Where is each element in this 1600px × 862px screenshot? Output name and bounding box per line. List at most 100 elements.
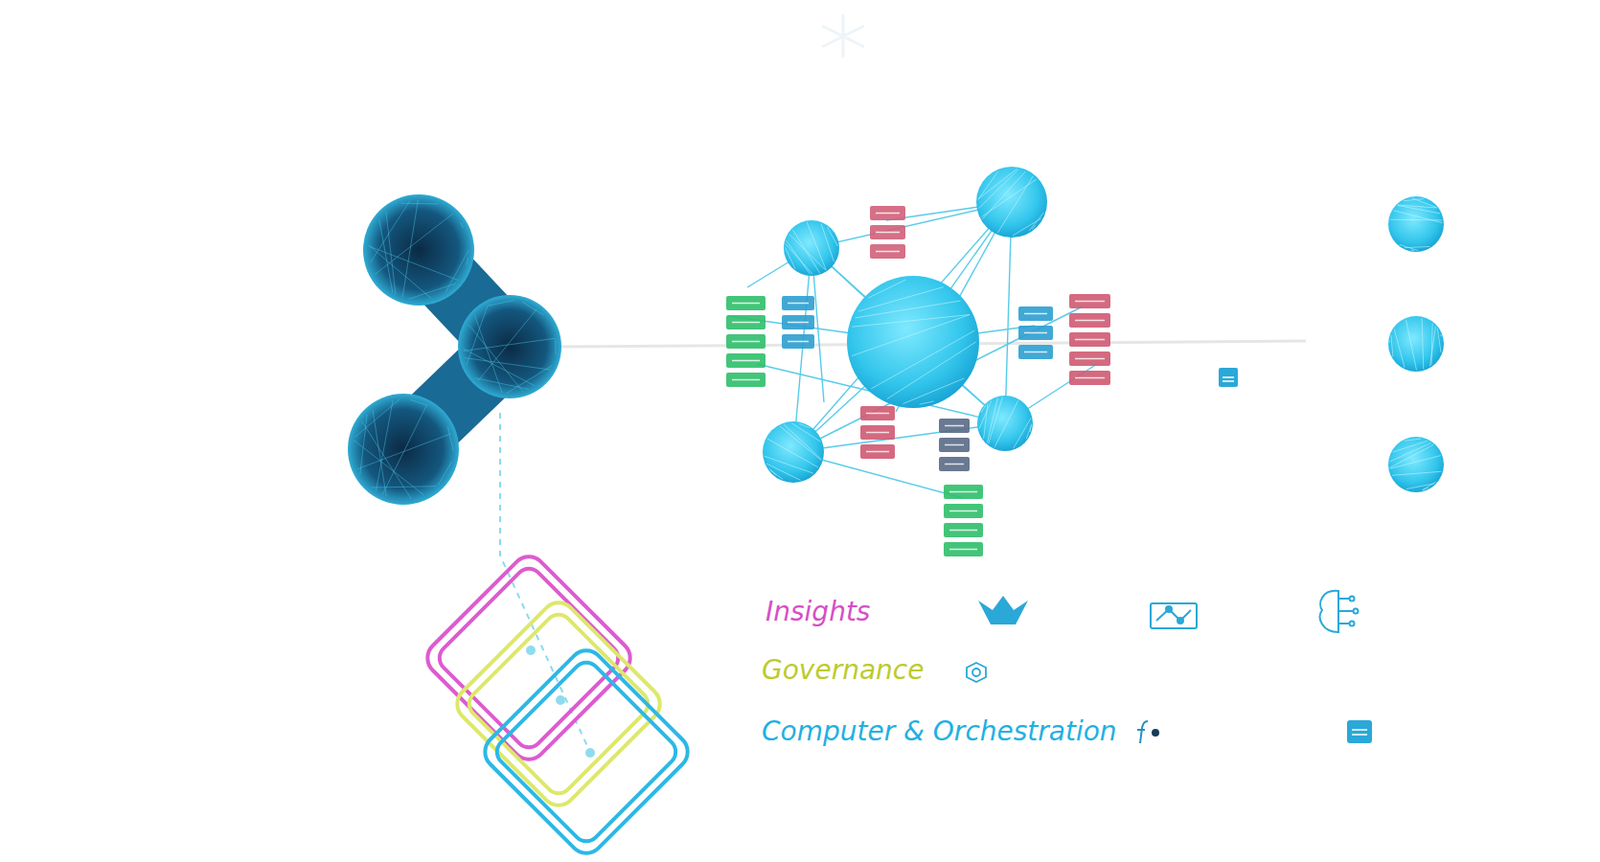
sphere-mesh [1393,440,1428,453]
sphere-mesh [981,179,1036,217]
network-link [811,248,1006,424]
molecule-blob [347,194,562,505]
chip-stroke [944,463,964,466]
sphere-mesh [851,315,970,328]
sphere-mesh [1421,487,1429,491]
chip-stroke [1024,351,1048,354]
chip-stroke [875,251,900,253]
data-chip [1069,370,1111,386]
blob-mesh [554,339,556,355]
sphere-mesh [1437,328,1441,353]
sphere-mesh [981,405,986,413]
data-chip [869,205,906,221]
chip-stroke [731,302,760,305]
data-chip [781,315,815,330]
sphere-mesh [1411,250,1416,252]
sphere-mesh [854,300,960,319]
sphere-mesh [1431,322,1433,366]
chip-stroke [787,321,809,324]
sphere-mesh [887,342,977,400]
sphere-mesh [978,169,1019,209]
sphere-mesh [1421,481,1436,491]
chip-stroke [944,425,964,428]
blob-mesh [409,283,457,299]
brain-icon [1320,591,1359,633]
data-chips [726,205,1111,557]
data-chip [938,437,970,453]
sphere-mesh [1390,456,1441,470]
data-chip [1018,325,1053,341]
blob-mesh [354,399,400,437]
data-chip [860,425,895,440]
sphere-mesh [1012,218,1042,236]
blob-mesh [410,399,428,406]
sphere [762,421,824,483]
sphere-mesh [868,279,906,298]
sphere-mesh [983,403,988,439]
data-chip [1069,351,1111,366]
compute-icon [1347,720,1372,744]
blob-mesh [370,486,437,488]
sphere-mesh [831,230,833,232]
blob-mesh [447,426,454,452]
chip-stroke [944,444,964,447]
sphere-mesh [1421,318,1424,369]
layer-label: Computer & Orchestration [761,715,1118,749]
sphere-mesh [1412,198,1438,208]
data-chip [726,372,766,388]
blob-mesh [437,461,452,486]
chip-stroke [1074,339,1105,342]
sphere-mesh [986,398,998,444]
chip-stroke [1074,377,1105,380]
blob-mesh [464,358,550,370]
sphere-mesh [1390,442,1432,462]
data-chip [938,457,970,472]
sphere [783,220,840,276]
function-icon [1137,721,1160,744]
blob-mesh [475,378,529,390]
chip-stroke [949,548,978,551]
chip-stroke [949,510,978,513]
sphere [1388,316,1444,372]
blob-mesh [374,213,453,275]
graph-icon [1150,603,1197,629]
chip-stroke [1024,313,1048,316]
compute-icon [1218,367,1238,388]
sphere-mesh [767,438,819,468]
governance-icon [966,662,986,683]
sphere [1388,436,1444,493]
sphere-mesh [1028,212,1044,231]
sphere-mesh [769,468,777,477]
data-chip [869,225,906,240]
chip-stroke [875,231,900,234]
blob-mesh [466,257,469,266]
chip-stroke [1074,320,1105,322]
sphere-mesh [1429,326,1436,367]
sphere-mesh [851,315,970,357]
blob-mesh [460,222,464,228]
sphere-mesh [1390,444,1435,468]
chip-stroke [949,529,978,532]
chip-stroke [731,321,760,324]
sphere-mesh [1031,225,1036,229]
sphere-mesh [978,168,1017,199]
data-chip [726,315,766,330]
sphere-mesh [1392,471,1442,476]
data-chip [1018,344,1053,360]
data-chip [860,406,895,421]
sphere-mesh [766,463,801,480]
blob-mesh [386,211,396,295]
chip-stroke [875,212,900,215]
sphere-mesh [1440,334,1442,337]
sphere [977,395,1033,452]
blob-mesh [357,434,452,470]
chip-stroke [731,379,760,382]
layer-diamonds [420,549,695,861]
sphere-mesh [1406,483,1435,490]
network-spheres [762,166,1444,493]
chip-stroke [1024,332,1048,335]
data-chip [1069,332,1111,347]
sphere-mesh [1013,418,1031,450]
data-chip [943,503,983,519]
